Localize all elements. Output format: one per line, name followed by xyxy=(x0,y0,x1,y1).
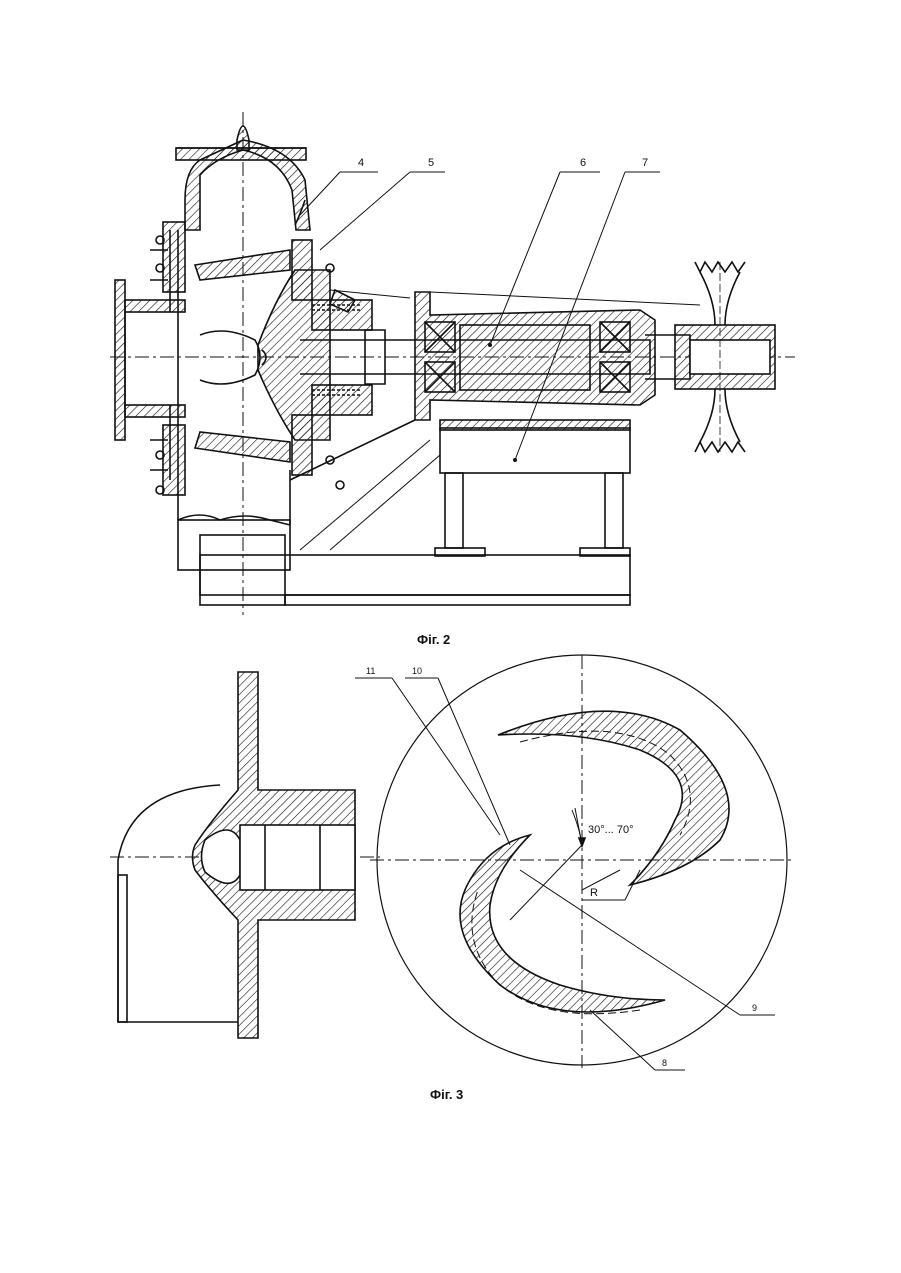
angle-range-label: 30°... 70° xyxy=(588,824,634,836)
callout-9: 9 xyxy=(752,1003,757,1013)
callout-11: 11 xyxy=(366,666,375,676)
callout-4: 4 xyxy=(358,157,364,169)
figure-2-pump-assembly xyxy=(110,112,795,615)
radius-label: R xyxy=(590,887,598,899)
suction-flange xyxy=(115,222,185,495)
figure-2-caption: Фіг. 2 xyxy=(417,632,450,647)
figure-3-caption: Фіг. 3 xyxy=(430,1087,463,1102)
callout-10: 10 xyxy=(412,666,422,676)
callout-7: 7 xyxy=(642,157,648,169)
figure-3-impeller-section xyxy=(110,672,380,1038)
callout-6: 6 xyxy=(580,157,586,169)
pulley xyxy=(675,262,775,452)
bearing-housing xyxy=(415,292,700,420)
callout-8: 8 xyxy=(662,1058,667,1068)
callout-5: 5 xyxy=(428,157,434,169)
figure-3-impeller-plan xyxy=(355,655,795,1070)
fig2-callout-labels: 4 5 6 7 xyxy=(358,157,648,169)
